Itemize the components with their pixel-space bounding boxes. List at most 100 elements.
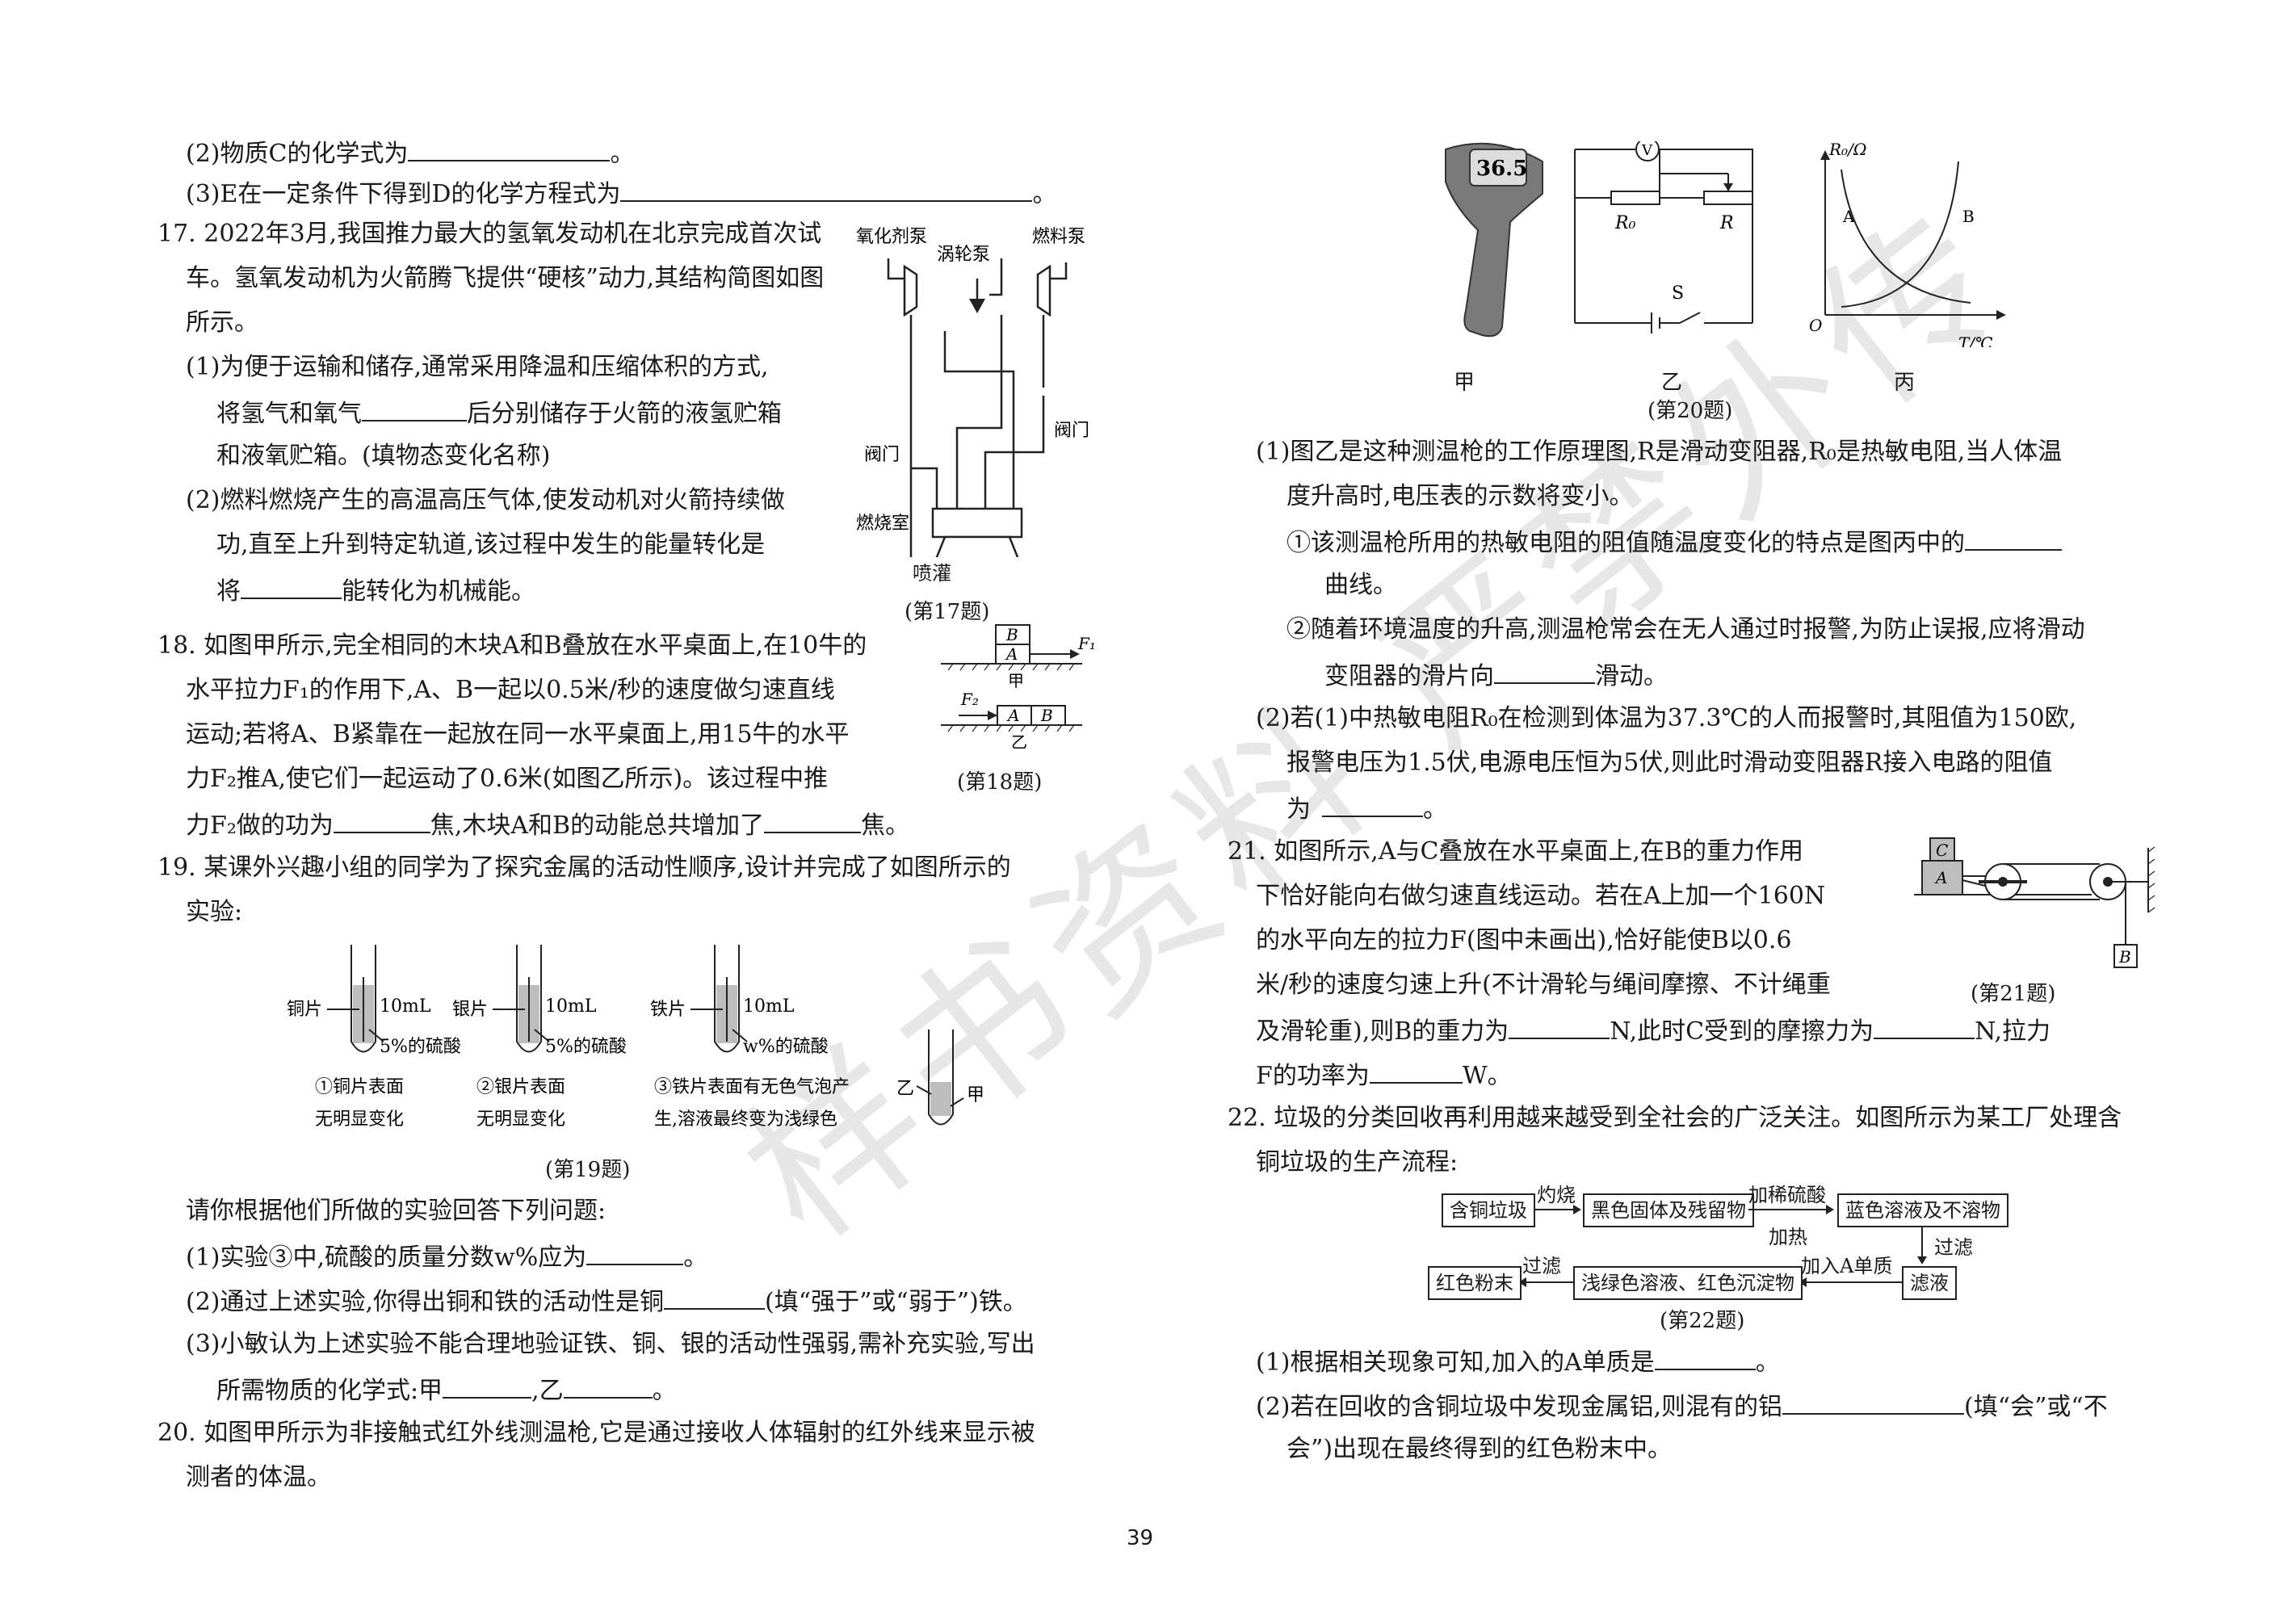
tube4-jia-label: 甲	[967, 1085, 984, 1105]
tube4-yi-label: 乙	[896, 1079, 914, 1099]
curve-a-label: A	[1842, 207, 1855, 226]
q20-part-7: (2)若(1)中热敏电阻R₀在检测到体温为37.3℃的人而报警时,其阻值为150…	[1256, 704, 2077, 732]
q19-sub-2: (2)通过上述实验,你得出铜和铁的活动性是铜(填“强于”或“弱于”)铁。	[186, 1284, 1027, 1319]
q20-circuit-diagram: V R₀ R S	[1574, 141, 1753, 333]
q19-blank-3[interactable]	[443, 1373, 532, 1399]
q22-sub-2-cont: 会”)出现在最终得到的红色粉末中。	[1287, 1435, 1673, 1463]
q16-part2: (2)物质C的化学式为。	[186, 136, 634, 170]
page-number: 39	[1127, 1526, 1154, 1550]
q21-blank-3[interactable]	[1369, 1058, 1463, 1084]
q20-part-5: ②随着环境温度的升高,测温枪常会在无人通过时报警,为防止误报,应将滑动	[1287, 615, 2085, 644]
switch-label: S	[1672, 283, 1684, 304]
q20-blank-1[interactable]	[1965, 525, 2062, 551]
q21-line-2: 下恰好能向右做匀速直线运动。若在A上加一个160N	[1256, 882, 1826, 910]
q22-blank-1[interactable]	[1654, 1344, 1756, 1370]
q18-line-4: 力F₂推A,使它们一起运动了0.6米(如图乙所示)。该过程中推	[186, 765, 829, 793]
q17-line-4: (1)为便于运输和储存,通常采用降温和压缩体积的方式,	[186, 353, 769, 381]
block-a-label: A	[1934, 868, 1947, 887]
flow-box-black-solid: 黑色固体及残留物	[1583, 1193, 1754, 1227]
q17-line-5: 将氢气和氧气后分别储存于火箭的液氢贮箱	[216, 396, 782, 430]
flow-arrow-acid-label: 加稀硫酸	[1748, 1184, 1826, 1206]
q22-line-1: 22. 垃圾的分类回收再利用越来越受到全社会的广泛关注。如图所示为某工厂处理含	[1228, 1104, 2122, 1132]
q21-line-3: 的水平向左的拉力F(图中未画出),恰好能使B以0.6	[1256, 926, 1792, 954]
tube3-acid-label: w%的硫酸	[743, 1037, 829, 1057]
thermometer-screen	[1469, 149, 1527, 187]
q17-line-8: 功,直至上升到特定轨道,该过程中发生的能量转化是	[216, 531, 766, 559]
q21-blank-1[interactable]	[1509, 1013, 1610, 1039]
r0-label: R₀	[1614, 213, 1636, 233]
q17-line-2: 车。氢氧发动机为火箭腾飞提供“硬核”动力,其结构简图如图	[186, 264, 825, 292]
q20-part-8: 报警电压为1.5伏,电源电压恒为5伏,则此时滑动变阻器R接入电路的阻值	[1287, 749, 2053, 777]
q21-caption: (第21题)	[1971, 982, 2056, 1006]
tube2-observation-2: 无明显变化	[476, 1109, 565, 1130]
tube1-observation-2: 无明显变化	[315, 1109, 404, 1130]
tube3-volume-label: 10mL	[743, 996, 795, 1017]
q17-caption: (第17题)	[905, 600, 990, 624]
q22-blank-2[interactable]	[1782, 1389, 1965, 1415]
q20-line-1: 20. 如图甲所示为非接触式红外线测温枪,它是通过接收人体辐射的红外线来显示被	[157, 1419, 1035, 1447]
q19-line-1: 19. 某课外兴趣小组的同学为了探究金属的活动性顺序,设计并完成了如图所示的	[157, 853, 1011, 882]
arrow-right-icon	[988, 711, 997, 720]
q18-blank-2[interactable]	[764, 807, 862, 833]
arrow-right-icon	[1534, 1205, 1581, 1214]
q16-part3: (3)E在一定条件下得到D的化学方程式为。	[186, 176, 1056, 211]
q19-sub-3b: 所需物质的化学式:甲,乙。	[216, 1373, 677, 1407]
flow-arrow-add-a-label: 加入A单质	[1801, 1255, 1893, 1277]
q19-intro: 请你根据他们所做的实验回答下列问题:	[186, 1197, 607, 1225]
q20-line-2: 测者的体温。	[186, 1463, 331, 1491]
q20-infrared-thermometer: 36.5	[1445, 142, 1543, 338]
q16-blank-2[interactable]	[620, 176, 1033, 202]
voltmeter-label: V	[1641, 142, 1653, 159]
q20-part-9: 为。	[1287, 791, 1447, 826]
q17-blank-2[interactable]	[241, 573, 342, 599]
tube1-acid-label: 5%的硫酸	[380, 1037, 461, 1057]
q17-blank-1[interactable]	[362, 396, 467, 421]
turbo-pump-label: 涡轮泵	[937, 245, 990, 265]
q17-line-1: 17. 2022年3月,我国推力最大的氢氧发动机在北京完成首次试	[157, 220, 822, 248]
q18-blank-1[interactable]	[333, 807, 430, 833]
q21-line-1: 21. 如图所示,A与C叠放在水平桌面上,在B的重力作用	[1228, 837, 1803, 866]
slider-arrow-icon	[1723, 183, 1733, 191]
thermometer-reading: 36.5	[1476, 157, 1527, 181]
q22-sub-2: (2)若在回收的含铜垃圾中发现金属铝,则混有的铝(填“会”或“不	[1256, 1389, 2108, 1424]
q20-part-1: (1)图乙是这种测温枪的工作原理图,R是滑动变阻器,R₀是热敏电阻,当人体温	[1256, 438, 2063, 466]
flow-arrow-heat-label: 加热	[1769, 1226, 1807, 1248]
q19-test-tubes: 铜片 10mL 5%的硫酸 银片 10mL 5%的硫酸 铁片 10mL w%的硫…	[287, 945, 984, 1130]
valve-right-label: 阀门	[1054, 421, 1089, 441]
block-b-label: B	[1040, 706, 1053, 725]
q17-line-9: 将能转化为机械能。	[216, 573, 535, 608]
q18-blocks-diagram: B A F₁ 甲 F₂ A B 乙	[941, 624, 1094, 752]
tube2-volume-label: 10mL	[545, 996, 597, 1017]
tube1-metal-label: 铜片	[287, 1000, 322, 1020]
flow-box-blue-solution: 蓝色溶液及不溶物	[1837, 1193, 2008, 1227]
x-axis-arrow-icon	[1996, 310, 2006, 320]
q20-blank-3[interactable]	[1322, 791, 1423, 817]
arrow-right-icon	[1748, 1205, 1834, 1214]
q19-line-2: 实验:	[186, 898, 243, 926]
q18-line-1: 18. 如图甲所示,完全相同的木块A和B叠放在水平桌面上,在10牛的	[157, 631, 867, 660]
arrow-right-icon	[1070, 649, 1080, 659]
block-b-label: B	[1005, 625, 1018, 644]
arrow-down-icon	[1917, 1226, 1927, 1264]
q19-blank-1[interactable]	[586, 1239, 684, 1265]
q21-blank-2[interactable]	[1874, 1013, 1975, 1039]
q19-blank-4[interactable]	[563, 1373, 653, 1399]
force-f2-label: F₂	[960, 690, 979, 709]
q19-blank-2[interactable]	[664, 1284, 766, 1310]
tube2-acid-label: 5%的硫酸	[545, 1037, 627, 1057]
curve-b-label: B	[1962, 207, 1975, 226]
graph-y-label: R₀/Ω	[1828, 140, 1866, 159]
flow-arrow-burn-label: 灼烧	[1537, 1184, 1576, 1206]
q20-blank-2[interactable]	[1494, 658, 1595, 684]
label-jia: 甲	[1008, 671, 1024, 690]
q18-line-5: 力F₂做的功为焦,木块A和B的动能总共增加了焦。	[186, 807, 909, 842]
q19-sub-3: (3)小敏认为上述实验不能合理地验证铁、铜、银的活动性强弱,需补充实验,写出	[186, 1330, 1035, 1358]
q16-blank-1[interactable]	[408, 136, 611, 161]
q20-part-4: 曲线。	[1324, 571, 1397, 599]
q20-part-2: 度升高时,电压表的示数将变小。	[1287, 482, 1634, 510]
q18-line-2: 水平拉力F₁的作用下,A、B一起以0.5米/秒的速度做匀速直线	[186, 676, 835, 704]
q17-line-7: (2)燃料燃烧产生的高温高压气体,使发动机对火箭持续做	[186, 486, 786, 514]
